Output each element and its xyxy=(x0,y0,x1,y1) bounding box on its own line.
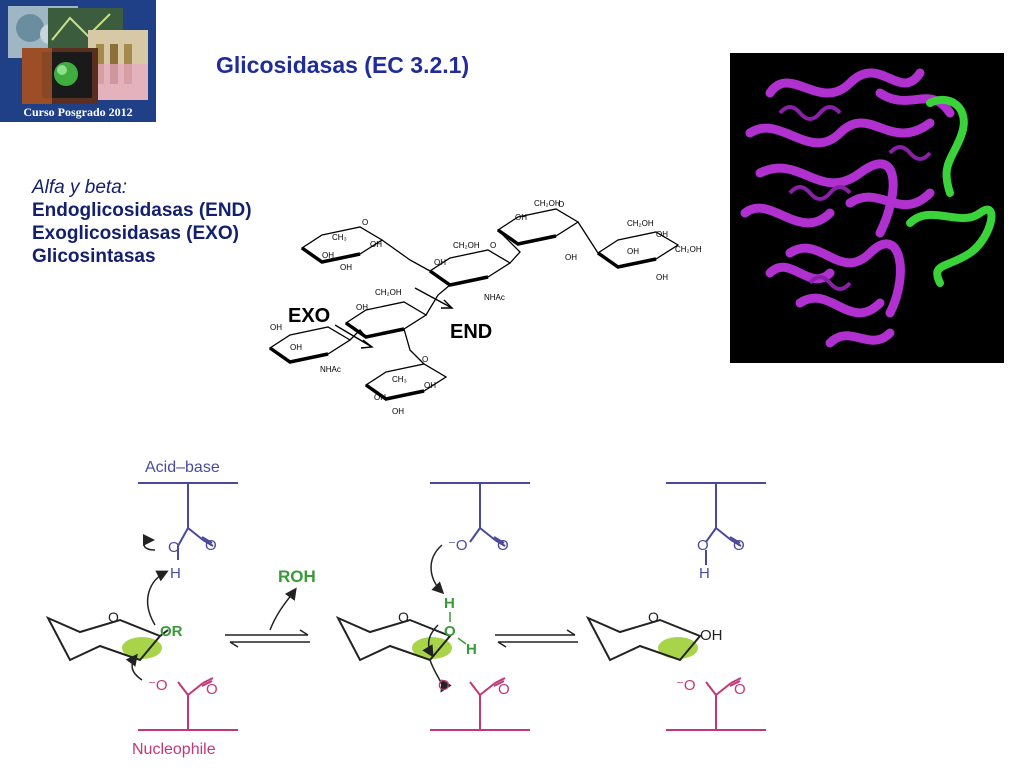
glycan-ring-oxygen: O xyxy=(490,241,496,250)
nucleophile-carbonyl-oxygen: O xyxy=(498,681,510,698)
sugar-ring-3: O OH xyxy=(585,609,723,662)
water-oxygen: O xyxy=(444,623,456,640)
glycan-oh: OH xyxy=(322,251,334,260)
logo-collage-image xyxy=(0,0,156,122)
exo-label: EXO xyxy=(288,305,330,327)
nucleophile-residues xyxy=(138,677,766,731)
sugar-ring-2: O xyxy=(335,609,452,662)
slide-title: Glicosidasas (EC 3.2.1) xyxy=(216,52,470,78)
logo-caption: Curso Posgrado 2012 xyxy=(23,105,133,119)
glycan-oh: OH xyxy=(356,303,368,312)
acid-base-carboxylate: ⁻O xyxy=(448,537,468,554)
acid-base-carbonyl-oxygen: O xyxy=(497,537,509,554)
bullet-list: Alfa y beta: Endoglicosidasas (END) Exog… xyxy=(32,176,252,268)
glycan-oh: OH xyxy=(424,381,436,390)
glycan-oh: OH xyxy=(370,240,382,249)
glycan-oh: OH xyxy=(656,273,668,282)
glycan-nhac: NHAc xyxy=(320,365,341,374)
bullet-glicosintasas: Glicosintasas xyxy=(32,246,156,267)
glycan-ch3-2: CH₃ xyxy=(392,375,407,384)
glycan-oh: OH xyxy=(374,393,386,402)
exo-cleavage-arrow xyxy=(334,324,373,348)
glycan-ch2oh: CH₂OH xyxy=(375,288,402,297)
acid-base-carbonyl-oxygen: O xyxy=(205,537,217,554)
glycan-ring-oxygen: O xyxy=(422,355,428,364)
glycan-ch3-1: CH₃ xyxy=(332,233,347,242)
protein-ribbon-drawing xyxy=(730,53,1004,363)
sugar-ring-1: O OR xyxy=(45,609,183,662)
course-logo: Curso Posgrado 2012 xyxy=(0,0,156,122)
retaining-glycosidase-mechanism: Acid–base O O H ⁻O O O O H O OR O O OH H… xyxy=(45,459,766,758)
glycan-oh: OH xyxy=(392,407,404,416)
nucleophile-ester-oxygen: O xyxy=(438,677,450,694)
glycan-oh: OH xyxy=(270,323,282,332)
end-cleavage-arrow xyxy=(414,287,453,309)
ring-oxygen: O xyxy=(648,609,659,625)
acid-base-hydrogen: H xyxy=(699,565,710,582)
acid-base-carbonyl-oxygen: O xyxy=(733,537,745,554)
water-hydrogen-1: H xyxy=(444,595,455,612)
bullet-alfa-beta: Alfa y beta: xyxy=(32,177,128,198)
glycan-oh: OH xyxy=(515,213,527,222)
glycan-structure-diagram: O CH₃ OH OH OH CH₂OH O OH NHAc CH₂OH O O… xyxy=(268,199,702,416)
glycan-oh: OH xyxy=(290,343,302,352)
glycan-oh: OH xyxy=(565,253,577,262)
nucleophile-carbonyl-oxygen: O xyxy=(206,681,218,698)
ring-oxygen: O xyxy=(108,609,119,625)
anomeric-oh: OH xyxy=(700,627,723,644)
glycan-oh: OH xyxy=(434,258,446,267)
glycan-nhac: NHAc xyxy=(484,293,505,302)
glycan-ch2oh: CH₂OH xyxy=(675,245,702,254)
acid-base-hydrogen: H xyxy=(170,565,181,582)
acid-base-oxygen: O xyxy=(697,537,709,554)
acid-base-oxygen: O xyxy=(168,539,180,556)
protein-structure-image xyxy=(730,53,1004,363)
glycan-ring-oxygen: O xyxy=(558,200,564,209)
glycan-oh: OH xyxy=(656,230,668,239)
end-label: END xyxy=(450,321,492,343)
glycan-oh: OH xyxy=(340,263,352,272)
bullet-endoglicosidasas: Endoglicosidasas (END) xyxy=(32,200,252,221)
ring-oxygen: O xyxy=(398,609,409,625)
equilibrium-arrows xyxy=(225,629,578,648)
water-hydrogen-2: H xyxy=(466,641,477,658)
glycan-ch2oh: CH₂OH xyxy=(627,219,654,228)
nucleophile-carbonyl-oxygen: O xyxy=(734,681,746,698)
or-group: OR xyxy=(160,623,183,640)
acid-base-residues xyxy=(138,482,766,565)
water-molecule: H O H xyxy=(444,595,477,658)
roh-label: ROH xyxy=(278,567,316,586)
glycan-ring-oxygen: O xyxy=(362,218,368,227)
nucleophile-label: Nucleophile xyxy=(132,741,216,758)
glycan-ch2oh: CH₂OH xyxy=(534,199,561,208)
acid-base-label: Acid–base xyxy=(145,459,220,476)
glycan-ch2oh: CH₂OH xyxy=(453,241,480,250)
nucleophile-carboxylate: ⁻O xyxy=(676,677,696,694)
nucleophile-carboxylate: ⁻O xyxy=(148,677,168,694)
bullet-exoglicosidasas: Exoglicosidasas (EXO) xyxy=(32,223,239,244)
glycan-oh: OH xyxy=(627,247,639,256)
